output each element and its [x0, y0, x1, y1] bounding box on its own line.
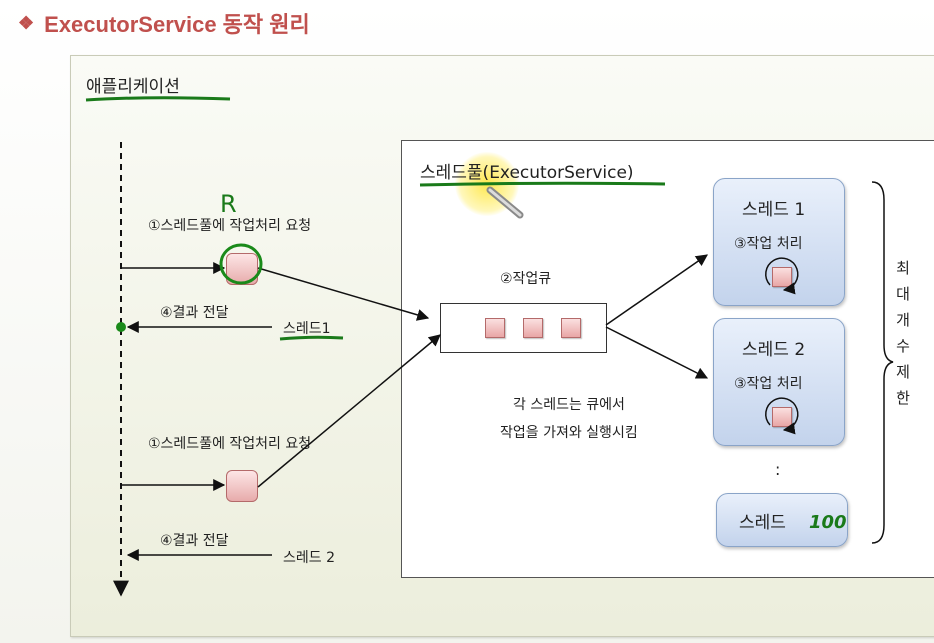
result-thread-label-2: 스레드 2 — [283, 550, 335, 566]
thread-task — [772, 267, 792, 287]
thread-name: 스레드 1 — [742, 200, 806, 220]
pool-underline — [419, 181, 666, 187]
process-cycle-icon-2 — [765, 397, 799, 435]
description-line-1: 각 스레드는 큐에서 — [513, 397, 625, 413]
bullet-icon: ❖ — [18, 12, 35, 33]
thread-step: ③작업 처리 — [734, 376, 803, 392]
queue-task — [561, 318, 581, 338]
queue-label: ②작업큐 — [500, 271, 552, 287]
title-text: ExecutorService 동작 원리 — [44, 12, 310, 37]
handwritten-r: R — [220, 190, 237, 218]
thread-box-2: 스레드 2 ③작업 처리 — [713, 318, 845, 446]
request-task-2 — [226, 470, 258, 502]
app-underline — [85, 96, 231, 102]
application-label: 애플리케이션 — [86, 77, 180, 97]
task-to-queue-arrow-2 — [257, 334, 441, 488]
limit-brace — [871, 181, 894, 544]
more-threads-dots: : — [775, 460, 781, 479]
queue-task — [485, 318, 505, 338]
thread1-underline — [279, 335, 344, 341]
task-to-queue-arrow-1 — [257, 267, 430, 321]
thread-step: ③작업 처리 — [734, 236, 803, 252]
thread-name: 스레드 — [739, 513, 786, 533]
thread-box-last: 스레드 — [716, 493, 848, 547]
queue-to-thread-1 — [605, 254, 708, 326]
thread-name: 스레드 2 — [742, 340, 806, 360]
queue-task — [523, 318, 543, 338]
pen-icon — [486, 186, 524, 219]
handwritten-circle — [219, 243, 263, 285]
slide-title: ❖ ExecutorService 동작 원리 — [18, 8, 310, 38]
thread-task — [772, 407, 792, 427]
thread-pool-label: 스레드풀(ExecutorService) — [420, 163, 634, 183]
timeline-dot — [116, 322, 126, 332]
process-cycle-icon-1 — [765, 257, 799, 295]
queue-to-thread-2 — [605, 326, 709, 379]
description-line-2: 작업을 가져와 실행시킴 — [500, 425, 638, 441]
thread-box-1: 스레드 1 ③작업 처리 — [713, 178, 845, 306]
request-label-2: ①스레드풀에 작업처리 요청 — [148, 436, 312, 452]
max-count-limit: 최 대 개 수 제 한 — [896, 259, 910, 407]
handwritten-100: 100 — [809, 512, 847, 533]
work-queue — [440, 303, 607, 353]
result-label-2: ④결과 전달 — [160, 533, 229, 549]
result-label-1: ④결과 전달 — [160, 305, 229, 321]
result-thread-label-1: 스레드1 — [283, 321, 331, 337]
request-label-1: ①스레드풀에 작업처리 요청 — [148, 218, 312, 234]
